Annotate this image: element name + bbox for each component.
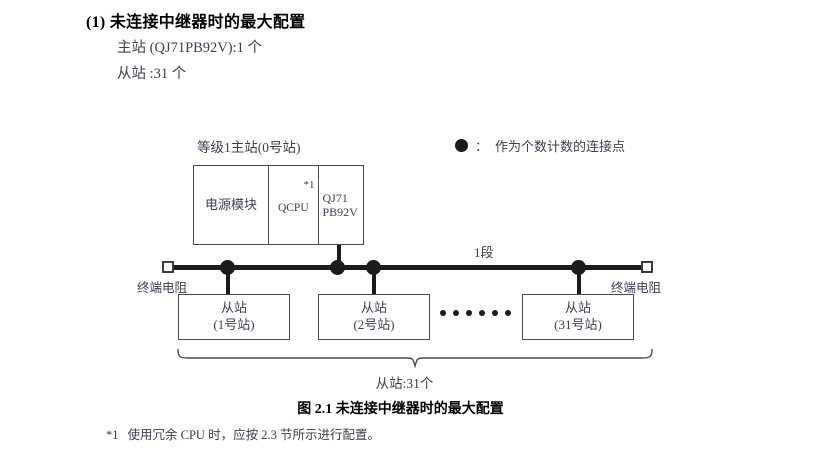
master-rack-label: 等级1主站(0号站) (197, 140, 301, 155)
connection-point-dot (571, 260, 586, 275)
connection-point-dot (220, 260, 235, 275)
module-qj71pb92v-line1: QJ71 (322, 190, 348, 205)
legend-separator: ： (475, 139, 489, 154)
slave-count-label: 从站:31个 (375, 376, 434, 391)
legend-label: 作为个数计数的连接点 (495, 139, 626, 154)
footnote-text: 使用冗余 CPU 时，应按 2.3 节所示进行配置。 (127, 428, 380, 442)
terminator-right-label: 终端电阻 (611, 281, 662, 295)
module-qcpu-label: QCPU (277, 202, 309, 215)
footnote-ref-1: *1 (303, 179, 315, 191)
terminator-right-icon (641, 261, 653, 273)
page-title: (1) 未连接中继器时的最大配置 (86, 14, 306, 31)
connection-point-dot (366, 260, 381, 275)
module-qj71pb92v-label: QJ71 PB92V (323, 191, 358, 219)
bus-line (168, 265, 652, 270)
connection-point-dot (330, 260, 345, 275)
terminator-left-label: 终端电阻 (137, 281, 188, 295)
spec-line-slave: 从站 :31 个 (117, 66, 187, 82)
slave-station-2-number: (2号站) (353, 317, 395, 332)
filled-circle-icon (455, 139, 468, 152)
slave-station-1-number: (1号站) (213, 317, 255, 332)
slave-drop-line (226, 270, 230, 295)
segment-label: 1段 (474, 245, 494, 260)
footnote: *1 使用冗余 CPU 时，应按 2.3 节所示进行配置。 (106, 424, 380, 443)
ellipsis-dots (440, 310, 511, 316)
master-drop-line (337, 245, 341, 267)
master-rack: 电源模块 *1 QCPU QJ71 PB92V (193, 165, 364, 245)
slave-station-1: 从站 (1号站) (178, 294, 290, 340)
module-power-supply: 电源模块 (194, 166, 270, 244)
legend: ： 作为个数计数的连接点 (455, 136, 625, 155)
slave-station-1-title: 从站 (220, 300, 247, 316)
module-qcpu: *1 QCPU (269, 166, 319, 244)
slave-drop-line (372, 270, 376, 295)
slave-station-2-title: 从站 (360, 300, 387, 316)
slave-station-2: 从站 (2号站) (318, 294, 430, 340)
spec-line-master: 主站 (QJ71PB92V):1 个 (117, 40, 263, 56)
slave-drop-line (577, 270, 581, 295)
module-power-supply-label: 电源模块 (205, 197, 258, 213)
slave-station-31-title: 从站 (564, 300, 591, 316)
module-qj71pb92v-line2: PB92V (322, 205, 358, 219)
figure-caption: 图 2.1 未连接中继器时的最大配置 (297, 402, 504, 417)
terminator-left-icon (162, 261, 174, 273)
slave-station-31: 从站 (31号站) (522, 294, 634, 340)
slave-station-31-number: (31号站) (554, 317, 602, 332)
footnote-mark: *1 (106, 428, 119, 442)
module-qj71pb92v: QJ71 PB92V (319, 166, 364, 244)
slave-group-brace (176, 348, 654, 368)
